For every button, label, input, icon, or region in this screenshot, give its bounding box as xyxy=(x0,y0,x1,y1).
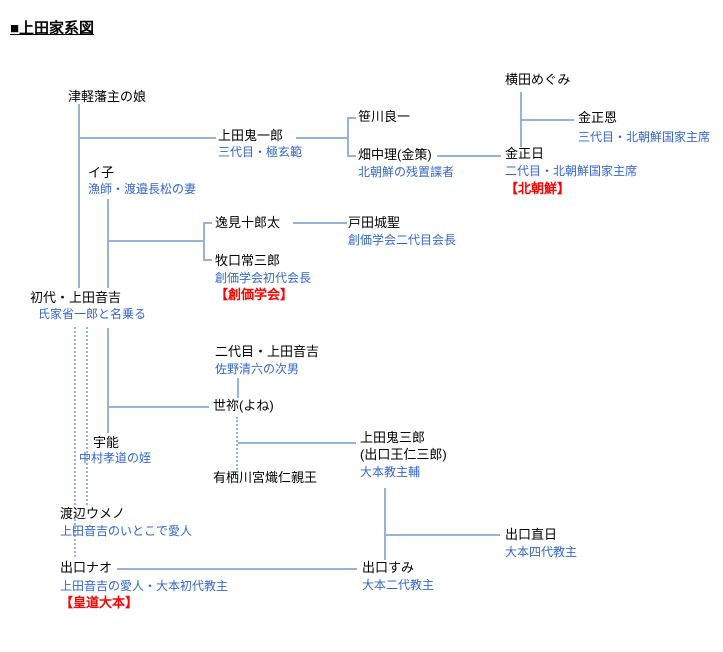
edge-branch-sasakawa xyxy=(347,117,356,119)
person-makiguchi-name: 牧口常三郎 xyxy=(215,253,281,268)
edge-couple-kisaburo-sumi xyxy=(384,488,386,560)
person-ueda-otokichi2-caption: 佐野清六の次男 xyxy=(215,362,300,376)
person-iko-name: イ子 xyxy=(88,165,115,180)
person-ueda-otokichi2-name: 二代目・上田音吉 xyxy=(215,344,320,359)
edge-branch-makiguchi xyxy=(203,259,212,261)
person-uno-name: 宇能 xyxy=(93,435,120,450)
edge-couple-iko-otokichi1 xyxy=(107,199,109,288)
edge-branch-naohi xyxy=(385,534,500,536)
person-kim-jongil-name: 金正日 xyxy=(505,146,545,161)
person-deguchi-naohi-caption: 大本四代教主 xyxy=(505,545,578,559)
edge-kiichiro-to-sons xyxy=(296,137,348,139)
edge-sons-bracket-vertical xyxy=(347,117,349,157)
edge-hatanaka-to-kimjongil xyxy=(437,155,501,157)
person-ueda-kisaburo-caption: 大本教主輔 xyxy=(360,465,421,479)
person-ueda-kiichiro-caption: 三代目・極玄範 xyxy=(218,145,303,159)
edge-couple-tsugaru-otokichi1 xyxy=(78,104,80,288)
edge-nao-to-sumi xyxy=(117,568,357,570)
group-tag-kodo-omoto: 【皇道大本】 xyxy=(60,595,139,610)
person-ueda-kisaburo-alias: (出口王仁三郎) xyxy=(360,447,447,462)
person-kim-jongil-caption: 二代目・北朝鮮国家主席 xyxy=(505,164,638,178)
person-arisugawa-name: 有栖川宮熾仁親王 xyxy=(213,470,318,485)
edge-affair-yone-arisugawa xyxy=(236,417,238,470)
person-watanabe-umeno-caption: 上田音吉のいとこで愛人 xyxy=(60,524,193,538)
group-tag-north-korea: 【北朝鮮】 xyxy=(505,181,571,196)
person-deguchi-nao-caption: 上田音吉の愛人・大本初代教主 xyxy=(60,579,229,593)
edge-branch-kimjongun xyxy=(521,119,574,121)
person-deguchi-naohi-name: 出口直日 xyxy=(505,527,558,542)
edge-branch-yone xyxy=(108,406,209,408)
person-tsugaru-daughter-name: 津軽藩主の娘 xyxy=(68,89,147,104)
person-makiguchi-caption: 創価学会初代会長 xyxy=(215,271,312,285)
edge-soka-bracket-vertical xyxy=(203,222,205,261)
person-iko-caption: 漁師・渡邉長松の妻 xyxy=(88,182,197,196)
edge-branch-to-soka-bracket xyxy=(108,240,204,242)
edge-couple-otokichi2-yone xyxy=(237,378,239,398)
person-hatanaka-osamu-name: 畑中理(金策) xyxy=(358,147,432,162)
person-toda-josei-name: 戸田城聖 xyxy=(348,215,401,230)
edge-branch-hatanaka xyxy=(347,155,356,157)
person-ueda-otokichi1-name: 初代・上田音吉 xyxy=(30,290,122,305)
person-sasakawa-ryoichi-name: 笹川良一 xyxy=(358,109,411,124)
edge-affair-otokichi1-nao xyxy=(74,327,76,557)
edge-affair-otokichi1-umeno xyxy=(86,327,88,505)
person-ueda-kiichiro-name: 上田鬼一郎 xyxy=(218,128,284,143)
person-deguchi-sumi-caption: 大本二代教主 xyxy=(362,578,435,592)
person-yone-name: 世祢(よね) xyxy=(213,398,274,413)
person-hatanaka-osamu-caption: 北朝鮮の残置諜者 xyxy=(358,165,455,179)
person-ueda-otokichi1-caption: 氏家省一郎と名乗る xyxy=(38,307,147,321)
person-uno-caption: 中村孝道の姪 xyxy=(79,451,152,465)
person-kim-jongun-name: 金正恩 xyxy=(578,110,618,125)
person-kim-jongun-caption: 三代目・北朝鮮国家主席 xyxy=(578,130,711,144)
edge-branch-kiichiro xyxy=(79,137,216,139)
person-henmi-jurota-name: 逸見十郎太 xyxy=(215,215,281,230)
person-deguchi-sumi-name: 出口すみ xyxy=(362,560,415,575)
person-watanabe-umeno-name: 渡辺ウメノ xyxy=(60,506,126,521)
person-toda-josei-caption: 創価学会二代目会長 xyxy=(348,233,457,247)
edge-branch-henmi xyxy=(203,222,212,224)
edge-henmi-to-toda xyxy=(293,222,347,224)
edge-couple-otokichi1-uno xyxy=(107,328,109,433)
page-title: ■上田家系図 xyxy=(10,20,95,37)
person-deguchi-nao-name: 出口ナオ xyxy=(60,560,113,575)
edge-branch-kisaburo xyxy=(238,442,356,444)
person-ueda-kisaburo-name: 上田鬼三郎 xyxy=(360,430,426,445)
group-tag-soka-gakkai: 【創価学会】 xyxy=(215,287,294,302)
person-yokota-megumi-name: 横田めぐみ xyxy=(505,72,571,87)
